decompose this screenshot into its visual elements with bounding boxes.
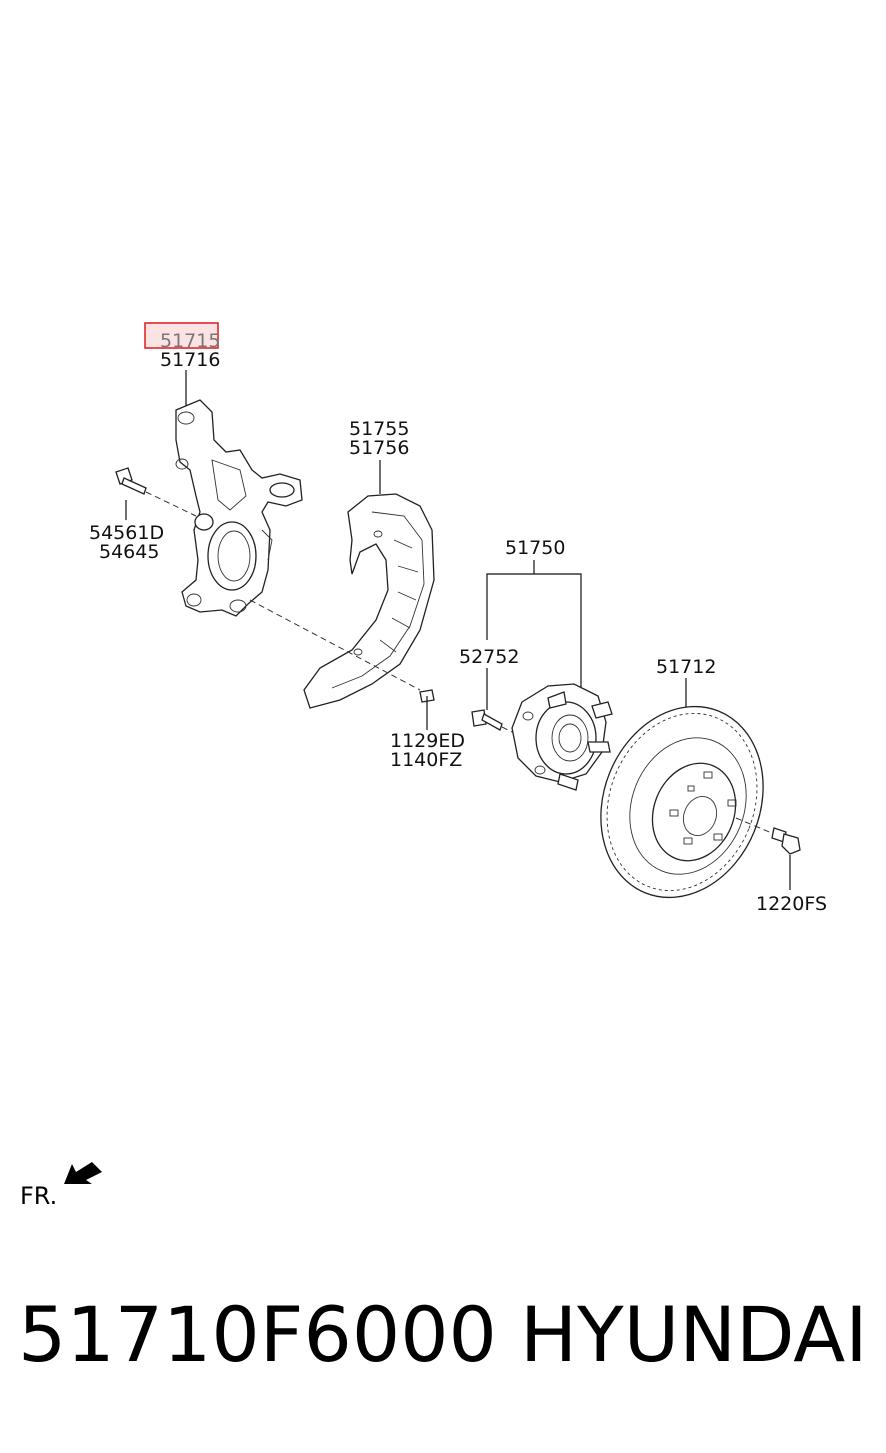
front-direction-marker: FR. (20, 1162, 102, 1210)
label-bolt-b[interactable]: 54645 (99, 541, 159, 563)
knuckle-bolt (115, 467, 197, 517)
brake-disc (600, 705, 775, 899)
steering-knuckle (175, 399, 303, 617)
caption: 51710F6000 HYUNDAI (0, 1290, 886, 1400)
dust-cover-screw (419, 689, 435, 705)
label-bolt-a[interactable]: 54561D (89, 522, 164, 544)
label-hub-bolt[interactable]: 52752 (459, 646, 519, 668)
hub-assembly (511, 683, 613, 791)
label-disc-screw[interactable]: 1220FS (756, 893, 827, 915)
caption-brand: HYUNDAI (520, 1290, 868, 1379)
leader-hub-bracket (486, 573, 582, 690)
label-hub-assy[interactable]: 51750 (505, 537, 565, 559)
label-screw-b[interactable]: 1140FZ (390, 749, 462, 771)
label-knuckle-lh[interactable]: 51715 (160, 330, 220, 352)
label-knuckle-rh[interactable]: 51716 (160, 349, 220, 371)
highlight-box (144, 322, 219, 349)
dust-cover (249, 493, 435, 709)
label-screw-a[interactable]: 1129ED (390, 730, 465, 752)
front-arrow-icon (64, 1162, 102, 1184)
caption-part-number: 51710F6000 (18, 1290, 497, 1379)
disc-screw (771, 827, 801, 855)
fr-label: FR. (20, 1182, 57, 1210)
label-dust-cover-lh[interactable]: 51755 (349, 418, 409, 440)
label-brake-disc[interactable]: 51712 (656, 656, 716, 678)
hub-bolt (471, 709, 521, 737)
label-dust-cover-rh[interactable]: 51756 (349, 437, 409, 459)
